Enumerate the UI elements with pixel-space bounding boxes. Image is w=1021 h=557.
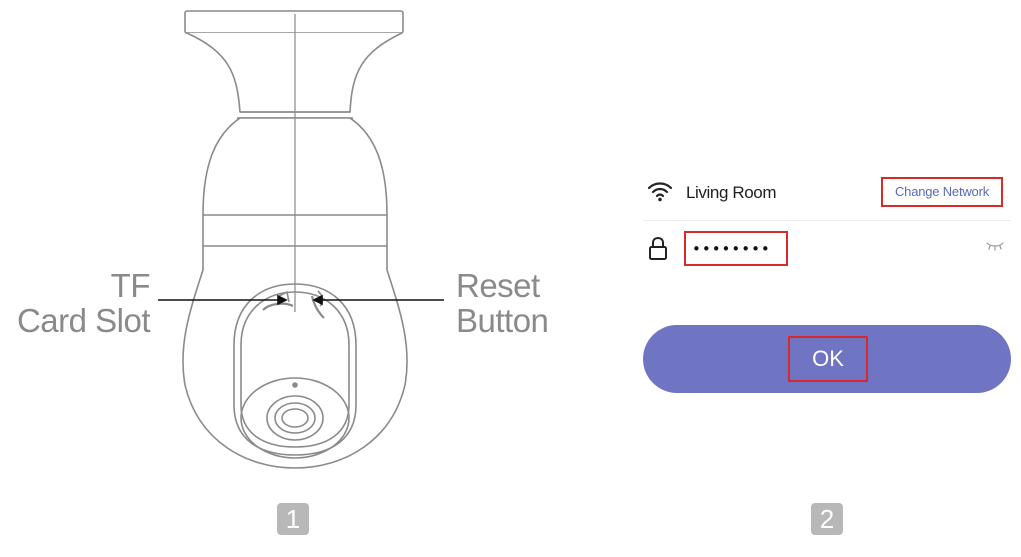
wifi-network-row: Living Room Change Network — [643, 173, 1011, 217]
reset-label-line-1: Reset — [456, 267, 540, 304]
network-name: Living Room — [686, 183, 777, 202]
reset-button — [310, 295, 325, 319]
lens-ring — [240, 377, 350, 459]
lock-icon — [649, 236, 667, 260]
tf-label-line-1: TF — [110, 267, 151, 304]
tf-label-line-2: Card Slot — [16, 302, 151, 339]
wifi-icon — [647, 182, 673, 202]
ok-button-label: OK — [812, 346, 844, 371]
tf-card-slot-label: TF Card Slot — [0, 267, 151, 339]
step-badge-1: 1 — [277, 503, 309, 535]
camera-diagram — [158, 10, 444, 469]
ok-highlight-box — [788, 336, 868, 382]
step-badge-2: 2 — [811, 503, 843, 535]
password-row — [643, 228, 1011, 272]
reset-button-label: Reset Button — [456, 267, 549, 339]
change-network-button[interactable]: Change Network — [881, 177, 1003, 207]
password-field[interactable] — [684, 231, 788, 266]
row-divider — [643, 220, 1011, 221]
ok-button[interactable]: OK — [643, 325, 1011, 393]
mount-base — [184, 10, 404, 34]
eye-closed-icon[interactable] — [986, 241, 1004, 251]
reset-label-line-2: Button — [456, 302, 549, 339]
